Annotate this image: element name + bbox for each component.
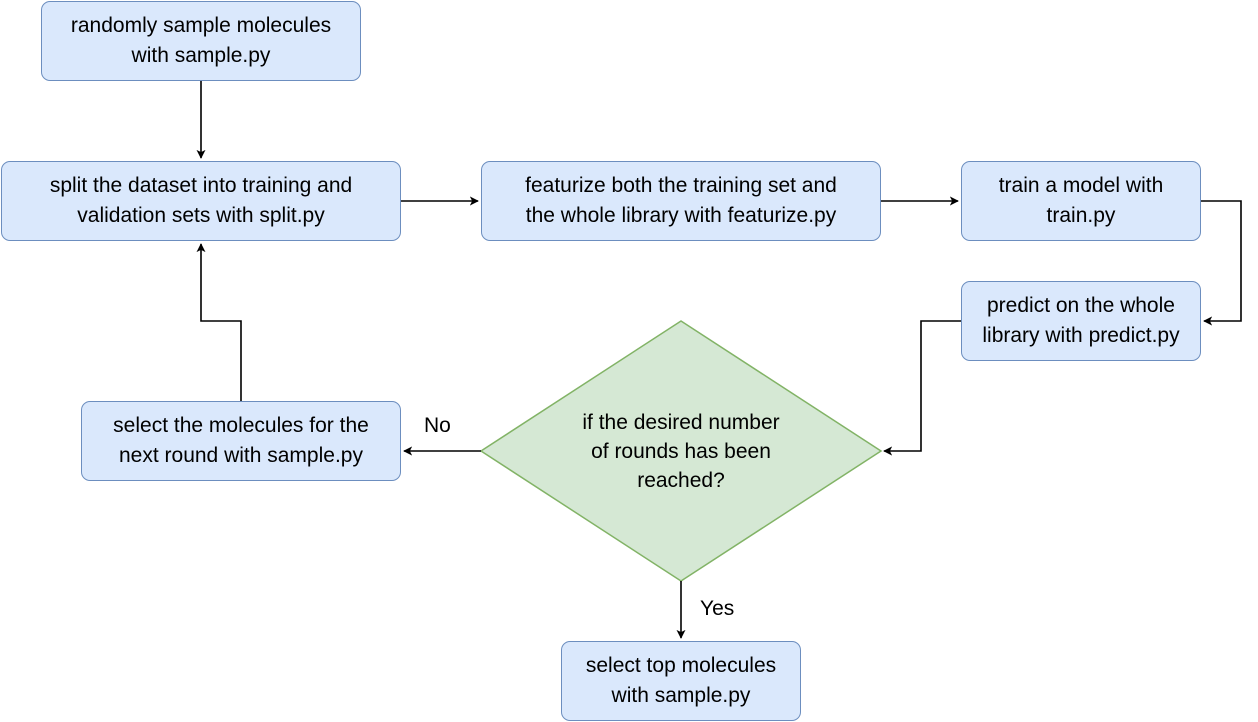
node-select-next-line2: next round with sample.py	[119, 444, 363, 467]
node-featurize-line2: the whole library with featurize.py	[525, 204, 837, 227]
node-split-line1: split the dataset into training and	[49, 174, 353, 197]
arrow-predict-to-decision	[883, 320, 961, 456]
edge-label-yes: Yes	[700, 597, 735, 620]
arrow-select-next-to-split	[196, 243, 242, 401]
node-train-line1: train a model with	[998, 174, 1164, 197]
node-select-next-round: select the molecules for the next round …	[81, 401, 401, 481]
decision-line2: of rounds has been	[591, 439, 771, 463]
node-train-line2: train.py	[1046, 204, 1116, 227]
decision-line3: reached?	[637, 468, 725, 492]
decision-text: if the desired number of rounds has been…	[531, 406, 831, 496]
node-split-line2: validation sets with split.py	[77, 204, 325, 227]
node-predict-line1: predict on the whole	[987, 294, 1175, 317]
decision-line1: if the desired number	[582, 410, 780, 434]
node-random-sample: randomly sample molecules with sample.py	[41, 1, 361, 81]
arrow-train-to-predict	[1201, 200, 1242, 326]
node-select-top-line1: select top molecules	[585, 654, 777, 677]
node-train: train a model with train.py	[961, 161, 1201, 241]
node-select-top: select top molecules with sample.py	[561, 641, 801, 721]
node-predict-line2: library with predict.py	[982, 324, 1180, 347]
node-select-top-line2: with sample.py	[611, 684, 751, 707]
node-random-sample-line2: with sample.py	[131, 44, 271, 67]
node-featurize: featurize both the training set and the …	[481, 161, 881, 241]
edge-label-no: No	[424, 414, 451, 437]
node-split: split the dataset into training and vali…	[1, 161, 401, 241]
node-predict: predict on the whole library with predic…	[961, 281, 1201, 361]
node-select-next-line1: select the molecules for the	[113, 414, 369, 437]
node-random-sample-line1: randomly sample molecules	[70, 14, 332, 37]
node-featurize-line1: featurize both the training set and	[525, 174, 837, 197]
